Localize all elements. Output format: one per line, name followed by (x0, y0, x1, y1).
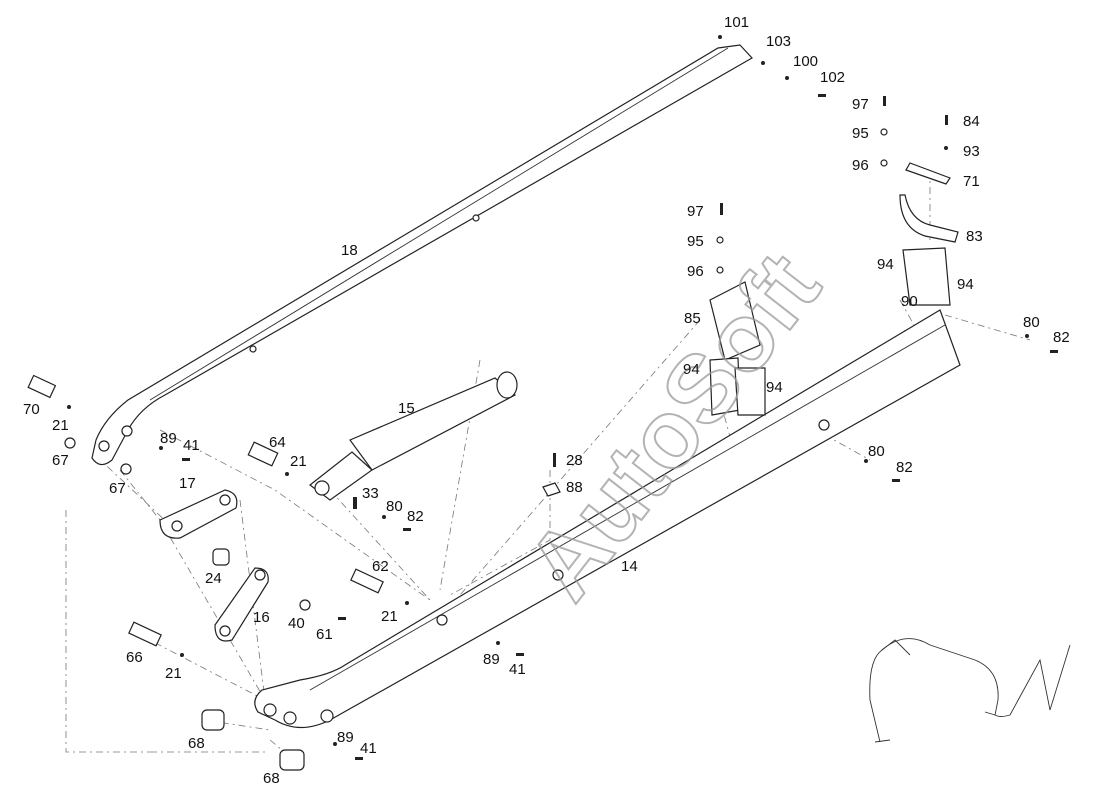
callout-80-b: 80 (386, 498, 403, 515)
callout-102: 102 (820, 69, 845, 86)
callout-101: 101 (724, 14, 749, 31)
callout-67-b: 67 (109, 480, 126, 497)
callout-94-b: 94 (957, 276, 974, 293)
callout-90: 90 (901, 293, 918, 310)
callout-97: 97 (852, 96, 869, 113)
callout-21-d: 21 (165, 665, 182, 682)
callout-89-c: 89 (337, 729, 354, 746)
callout-66: 66 (126, 649, 143, 666)
callout-41-c: 41 (360, 740, 377, 757)
callout-93: 93 (963, 143, 980, 160)
callout-80-c: 80 (868, 443, 885, 460)
callout-94-a: 94 (877, 256, 894, 273)
callout-89-a: 89 (160, 430, 177, 447)
callout-100: 100 (793, 53, 818, 70)
callout-85: 85 (684, 310, 701, 327)
callout-64: 64 (269, 434, 286, 451)
callout-96: 96 (852, 157, 869, 174)
callout-83: 83 (966, 228, 983, 245)
pins-and-bushings (27, 374, 384, 771)
callout-94-c: 94 (683, 361, 700, 378)
callout-16: 16 (253, 609, 270, 626)
callout-97-b: 97 (687, 203, 704, 220)
callout-82-a: 82 (1053, 329, 1070, 346)
hardware (67, 35, 1058, 760)
callout-40: 40 (288, 615, 305, 632)
callout-94-d: 94 (766, 379, 783, 396)
callout-71: 71 (963, 173, 980, 190)
callout-95-b: 95 (687, 233, 704, 250)
callout-95: 95 (852, 125, 869, 142)
callout-70: 70 (23, 401, 40, 418)
callout-41-a: 41 (183, 437, 200, 454)
callout-82-b: 82 (407, 508, 424, 525)
link-16 (214, 567, 269, 642)
upper-arm-18 (91, 44, 753, 466)
assembly-overview-thumbnail (869, 638, 1071, 743)
callout-21-c: 21 (381, 608, 398, 625)
callout-17: 17 (179, 475, 196, 492)
callout-14: 14 (621, 558, 638, 575)
callout-88: 88 (566, 479, 583, 496)
callout-21-b: 21 (290, 453, 307, 470)
callout-28: 28 (566, 452, 583, 469)
callout-96-b: 96 (687, 263, 704, 280)
callout-67-a: 67 (52, 452, 69, 469)
callout-84: 84 (963, 113, 980, 130)
callout-15: 15 (398, 400, 415, 417)
callout-18: 18 (341, 242, 358, 259)
hydraulic-cylinder-15 (309, 371, 518, 501)
lower-arm-14 (254, 309, 961, 729)
callout-21-a: 21 (52, 417, 69, 434)
part-callouts: 101 103 100 102 97 95 96 84 93 71 83 18 … (23, 14, 1070, 787)
callout-41-b: 41 (509, 661, 526, 678)
brackets (542, 162, 959, 497)
callout-61: 61 (316, 626, 333, 643)
callout-68-a: 68 (188, 735, 205, 752)
callout-103: 103 (766, 33, 791, 50)
callout-33: 33 (362, 485, 379, 502)
callout-24: 24 (205, 570, 222, 587)
link-17 (159, 489, 238, 539)
callout-62: 62 (372, 558, 389, 575)
callout-82-c: 82 (896, 459, 913, 476)
callout-89-b: 89 (483, 651, 500, 668)
callout-80-a: 80 (1023, 314, 1040, 331)
callout-68-b: 68 (263, 770, 280, 787)
